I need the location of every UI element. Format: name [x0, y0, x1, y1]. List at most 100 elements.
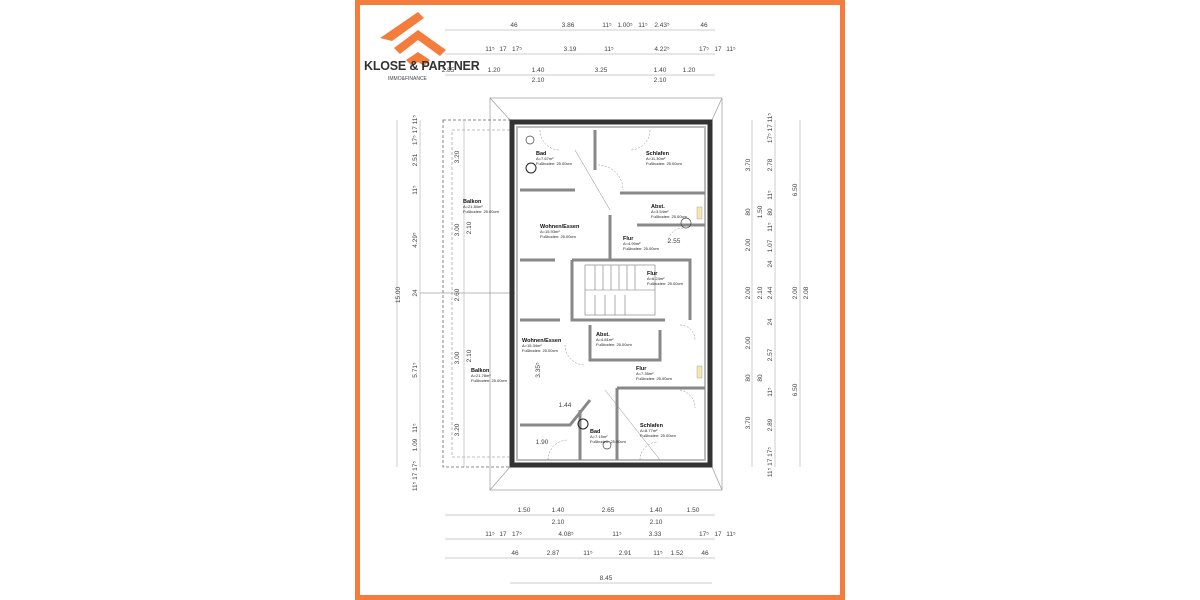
- room-name: Flur: [647, 271, 658, 277]
- dimension-label: 24: [767, 318, 774, 326]
- room-area: A=15.34m²: [522, 343, 542, 348]
- dimension-label: 3.20: [454, 423, 461, 436]
- dimension-label: 11⁵: [767, 387, 774, 397]
- room-name: Abst.: [651, 204, 665, 210]
- dimension-label: 3.25: [595, 67, 608, 74]
- toilet-icon: [680, 217, 692, 229]
- room-area: A=4.81m²: [596, 337, 614, 342]
- brand-name: KLOSE & PARTNER: [364, 59, 480, 73]
- dimension-label: 1.40: [650, 507, 663, 514]
- dimension-label: 2.91: [619, 550, 632, 557]
- room-name: Abst.: [596, 332, 610, 338]
- dimension-label: 2.10: [466, 221, 473, 234]
- dimension-label: 17: [499, 531, 507, 538]
- dimension-label: 11⁵: [485, 531, 495, 538]
- dimension-label: 11⁵: [767, 222, 774, 232]
- dimension-label: 2.85: [442, 67, 455, 74]
- dimension-label: 2.10: [552, 519, 565, 526]
- dimension-label: 15.00: [395, 286, 402, 303]
- dimension-label: 11⁵: [767, 190, 774, 200]
- dimension-label: 4.22⁵: [654, 46, 670, 53]
- dimension-label: 6.50: [792, 183, 799, 196]
- room-floor-height: Fußboden: 25.00cm: [651, 214, 687, 219]
- dimension-label: 2.10: [532, 77, 545, 84]
- dimension-label: 46: [510, 22, 518, 29]
- dimension-label: 8.45: [600, 575, 613, 582]
- dimension-label: 17⁵: [699, 531, 709, 538]
- room-area: A=11.30m²: [646, 156, 666, 161]
- dimension-label: 1.09: [412, 438, 419, 451]
- room-area: A=7.15m²: [590, 434, 608, 439]
- room-area: A=8.77m²: [640, 428, 658, 433]
- dimension-label: 1.50: [757, 205, 764, 218]
- dimension-label: 24: [412, 289, 419, 297]
- dimension-label: 1.00⁵: [617, 22, 633, 29]
- toilet-icon: [602, 440, 612, 450]
- dimension-label: 80: [757, 374, 764, 382]
- dimension-label: 1.50: [687, 507, 700, 514]
- dimension-label: 3.70: [745, 158, 752, 171]
- room-name: Schlafen: [640, 423, 664, 429]
- dimension-label: 11⁵: [604, 46, 614, 53]
- room-floor-height: Fußboden: 25.00cm: [590, 439, 626, 444]
- dimension-label: 1.44: [559, 402, 572, 409]
- dimension-label: 2.00: [745, 336, 752, 349]
- dimension-label: 2.55: [668, 238, 681, 245]
- room-floor-height: Fußboden: 25.00cm: [536, 161, 572, 166]
- room-area: A=21.84m²: [463, 204, 483, 209]
- dimension-label: 2.43⁵: [654, 22, 670, 29]
- room-area: A=7.67m²: [536, 156, 554, 161]
- dimension-label: 11⁵: [583, 550, 593, 557]
- dimension-label: 1.07: [767, 239, 774, 252]
- room-name: Flur: [623, 236, 634, 242]
- dimension-label: 5.71⁵: [412, 362, 419, 378]
- dimension-label: 3.86: [562, 22, 575, 29]
- dimension-label: 2.65: [602, 507, 615, 514]
- dimension-label: 2.08: [803, 286, 810, 299]
- dimension-label: 2.51: [412, 153, 419, 166]
- dimension-label: 11⁵: [726, 531, 736, 538]
- toilet-icon: [525, 135, 535, 145]
- staircase: [584, 264, 656, 316]
- dimension-label: 80: [767, 208, 774, 216]
- window-marker: [696, 206, 703, 220]
- dimension-label: 17⁵: [512, 531, 522, 538]
- dimension-label: 2.10: [654, 77, 667, 84]
- dimension-label: 80: [745, 374, 752, 382]
- dimension-label: 2.89: [767, 418, 774, 431]
- dimension-label: 46: [700, 22, 708, 29]
- dimension-label: 1.90: [536, 439, 549, 446]
- dimension-label: 11⁵ 17 17⁵: [767, 447, 774, 478]
- dimension-label: 11⁵: [412, 423, 419, 433]
- room-name: Balkon: [463, 199, 482, 205]
- room-name: Balkon: [471, 368, 490, 374]
- dimension-label: 17: [714, 46, 722, 53]
- room-floor-height: Fußboden: 25.00cm: [636, 376, 672, 381]
- dimension-label: 2.00: [745, 286, 752, 299]
- dimension-label: 11⁵: [726, 46, 736, 53]
- dimension-label: 2.10: [650, 519, 663, 526]
- dimension-label: 2.87: [547, 550, 560, 557]
- room-name: Wohnen/Essen: [522, 338, 562, 344]
- interior-walls: [520, 130, 705, 460]
- room-floor-height: Fußboden: 25.00cm: [596, 342, 632, 347]
- room-name: Schlafen: [646, 151, 670, 157]
- dimension-label: 11⁵ 17 17⁵: [412, 461, 419, 492]
- room-floor-height: Fußboden: 25.00cm: [471, 378, 507, 383]
- dimension-label: 46: [701, 550, 709, 557]
- room-name: Wohnen/Essen: [540, 224, 580, 230]
- sink-icon: [525, 162, 537, 174]
- dimension-label: 2.10: [466, 349, 473, 362]
- dimension-label: 3.20: [454, 150, 461, 163]
- dimension-label: 1.40: [532, 67, 545, 74]
- sink-icon: [577, 418, 589, 430]
- room-area: A=4.90m²: [623, 241, 641, 246]
- roof-outline: [489, 97, 723, 491]
- room-floor-height: Fußboden: 25.00cm: [623, 246, 659, 251]
- dimension-label: 2.78: [767, 158, 774, 171]
- dimension-label: 17⁵: [512, 46, 522, 53]
- klose-partner-logo-icon: [380, 12, 446, 66]
- dimension-label: 1.40: [552, 507, 565, 514]
- dimension-label: 2.10: [757, 286, 764, 299]
- dimension-label: 3.00: [454, 351, 461, 364]
